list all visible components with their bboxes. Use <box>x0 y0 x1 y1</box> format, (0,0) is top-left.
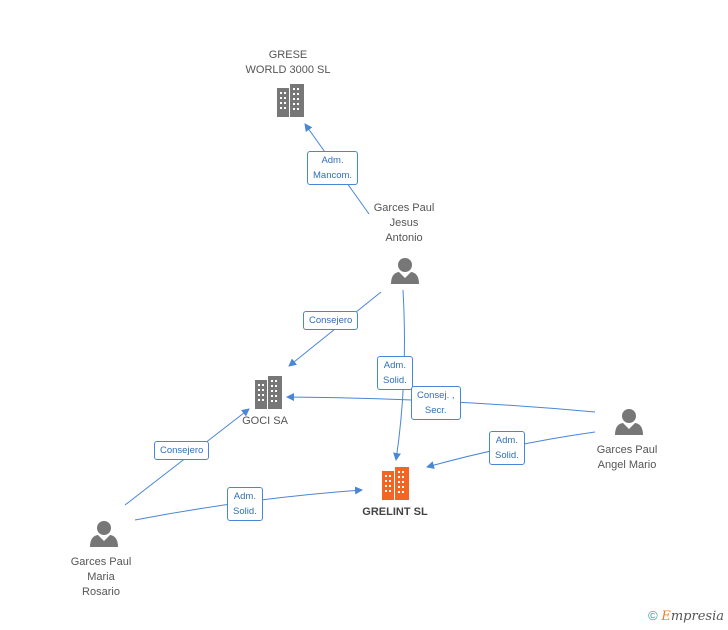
building-icon <box>277 84 304 117</box>
company-name-grelint[interactable]: GRELINT SL <box>362 506 428 518</box>
person-name-angel[interactable]: Garces Paul Angel Mario <box>596 444 658 471</box>
edge-label-maria-grelint: Adm. Solid. <box>227 487 263 521</box>
company-name-grese[interactable]: GRESE WORLD 3000 SL <box>245 49 331 76</box>
edge-label-jesus-grelint: Adm. Solid. <box>377 356 413 390</box>
edge-label-maria-goci: Consejero <box>154 441 210 460</box>
building-icon-main <box>382 467 409 500</box>
edge-label-jesus-goci: Consejero <box>303 311 359 330</box>
edge-label-angel-grelint: Adm. Solid. <box>489 431 525 465</box>
edge-label-angel-goci: Consej. , Secr. <box>411 386 461 420</box>
person-icon <box>391 258 419 284</box>
person-name-maria[interactable]: Garces Paul Maria Rosario <box>70 556 132 598</box>
copyright-brand[interactable]: © Empresia <box>648 608 724 624</box>
brand-logo: Empresia <box>661 609 724 624</box>
person-name-jesus[interactable]: Garces Paul Jesus Antonio <box>373 202 435 244</box>
edge-label-jesus-grese: Adm. Mancom. <box>307 151 359 185</box>
copyright-icon: © <box>648 608 658 623</box>
building-icon <box>255 376 282 409</box>
person-icon <box>615 409 643 435</box>
person-icon <box>90 521 118 547</box>
company-name-goci[interactable]: GOCI SA <box>242 415 288 427</box>
